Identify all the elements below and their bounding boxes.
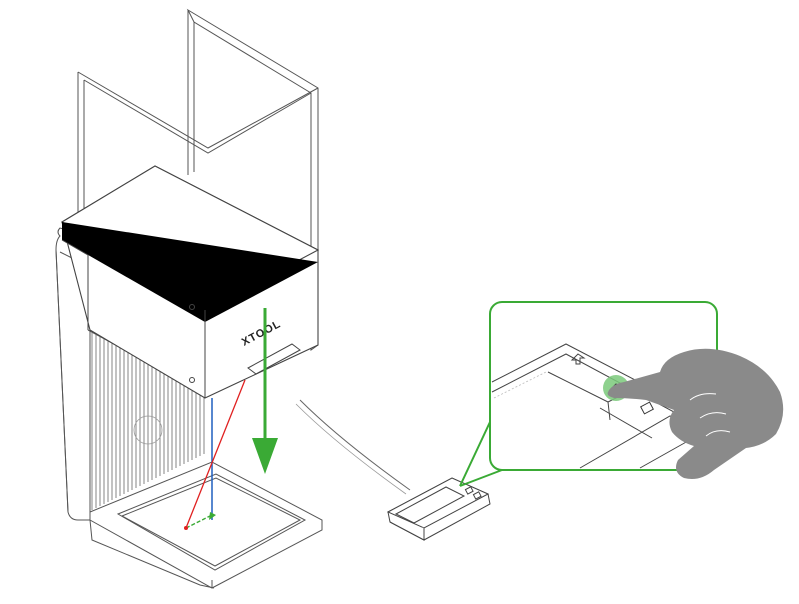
finger-press-icon: [607, 348, 784, 479]
z-axis-line: [185, 515, 211, 529]
laser-head-box: XTOOL: [60, 165, 320, 399]
controller-icon: [386, 477, 491, 541]
square-button-icon: [640, 401, 654, 415]
work-bed: [89, 461, 323, 589]
cooling-fins: [91, 332, 205, 510]
cable: [299, 399, 411, 491]
axis-lines: [184, 379, 246, 530]
x-axis-line: [185, 379, 246, 529]
down-arrow-icon: [252, 308, 278, 474]
origin-point: [184, 526, 188, 530]
fan-circle: [133, 415, 163, 445]
lid-shroud: [77, 8, 319, 351]
callout-connector: [459, 421, 503, 487]
up-arrow-icon: [570, 353, 586, 365]
